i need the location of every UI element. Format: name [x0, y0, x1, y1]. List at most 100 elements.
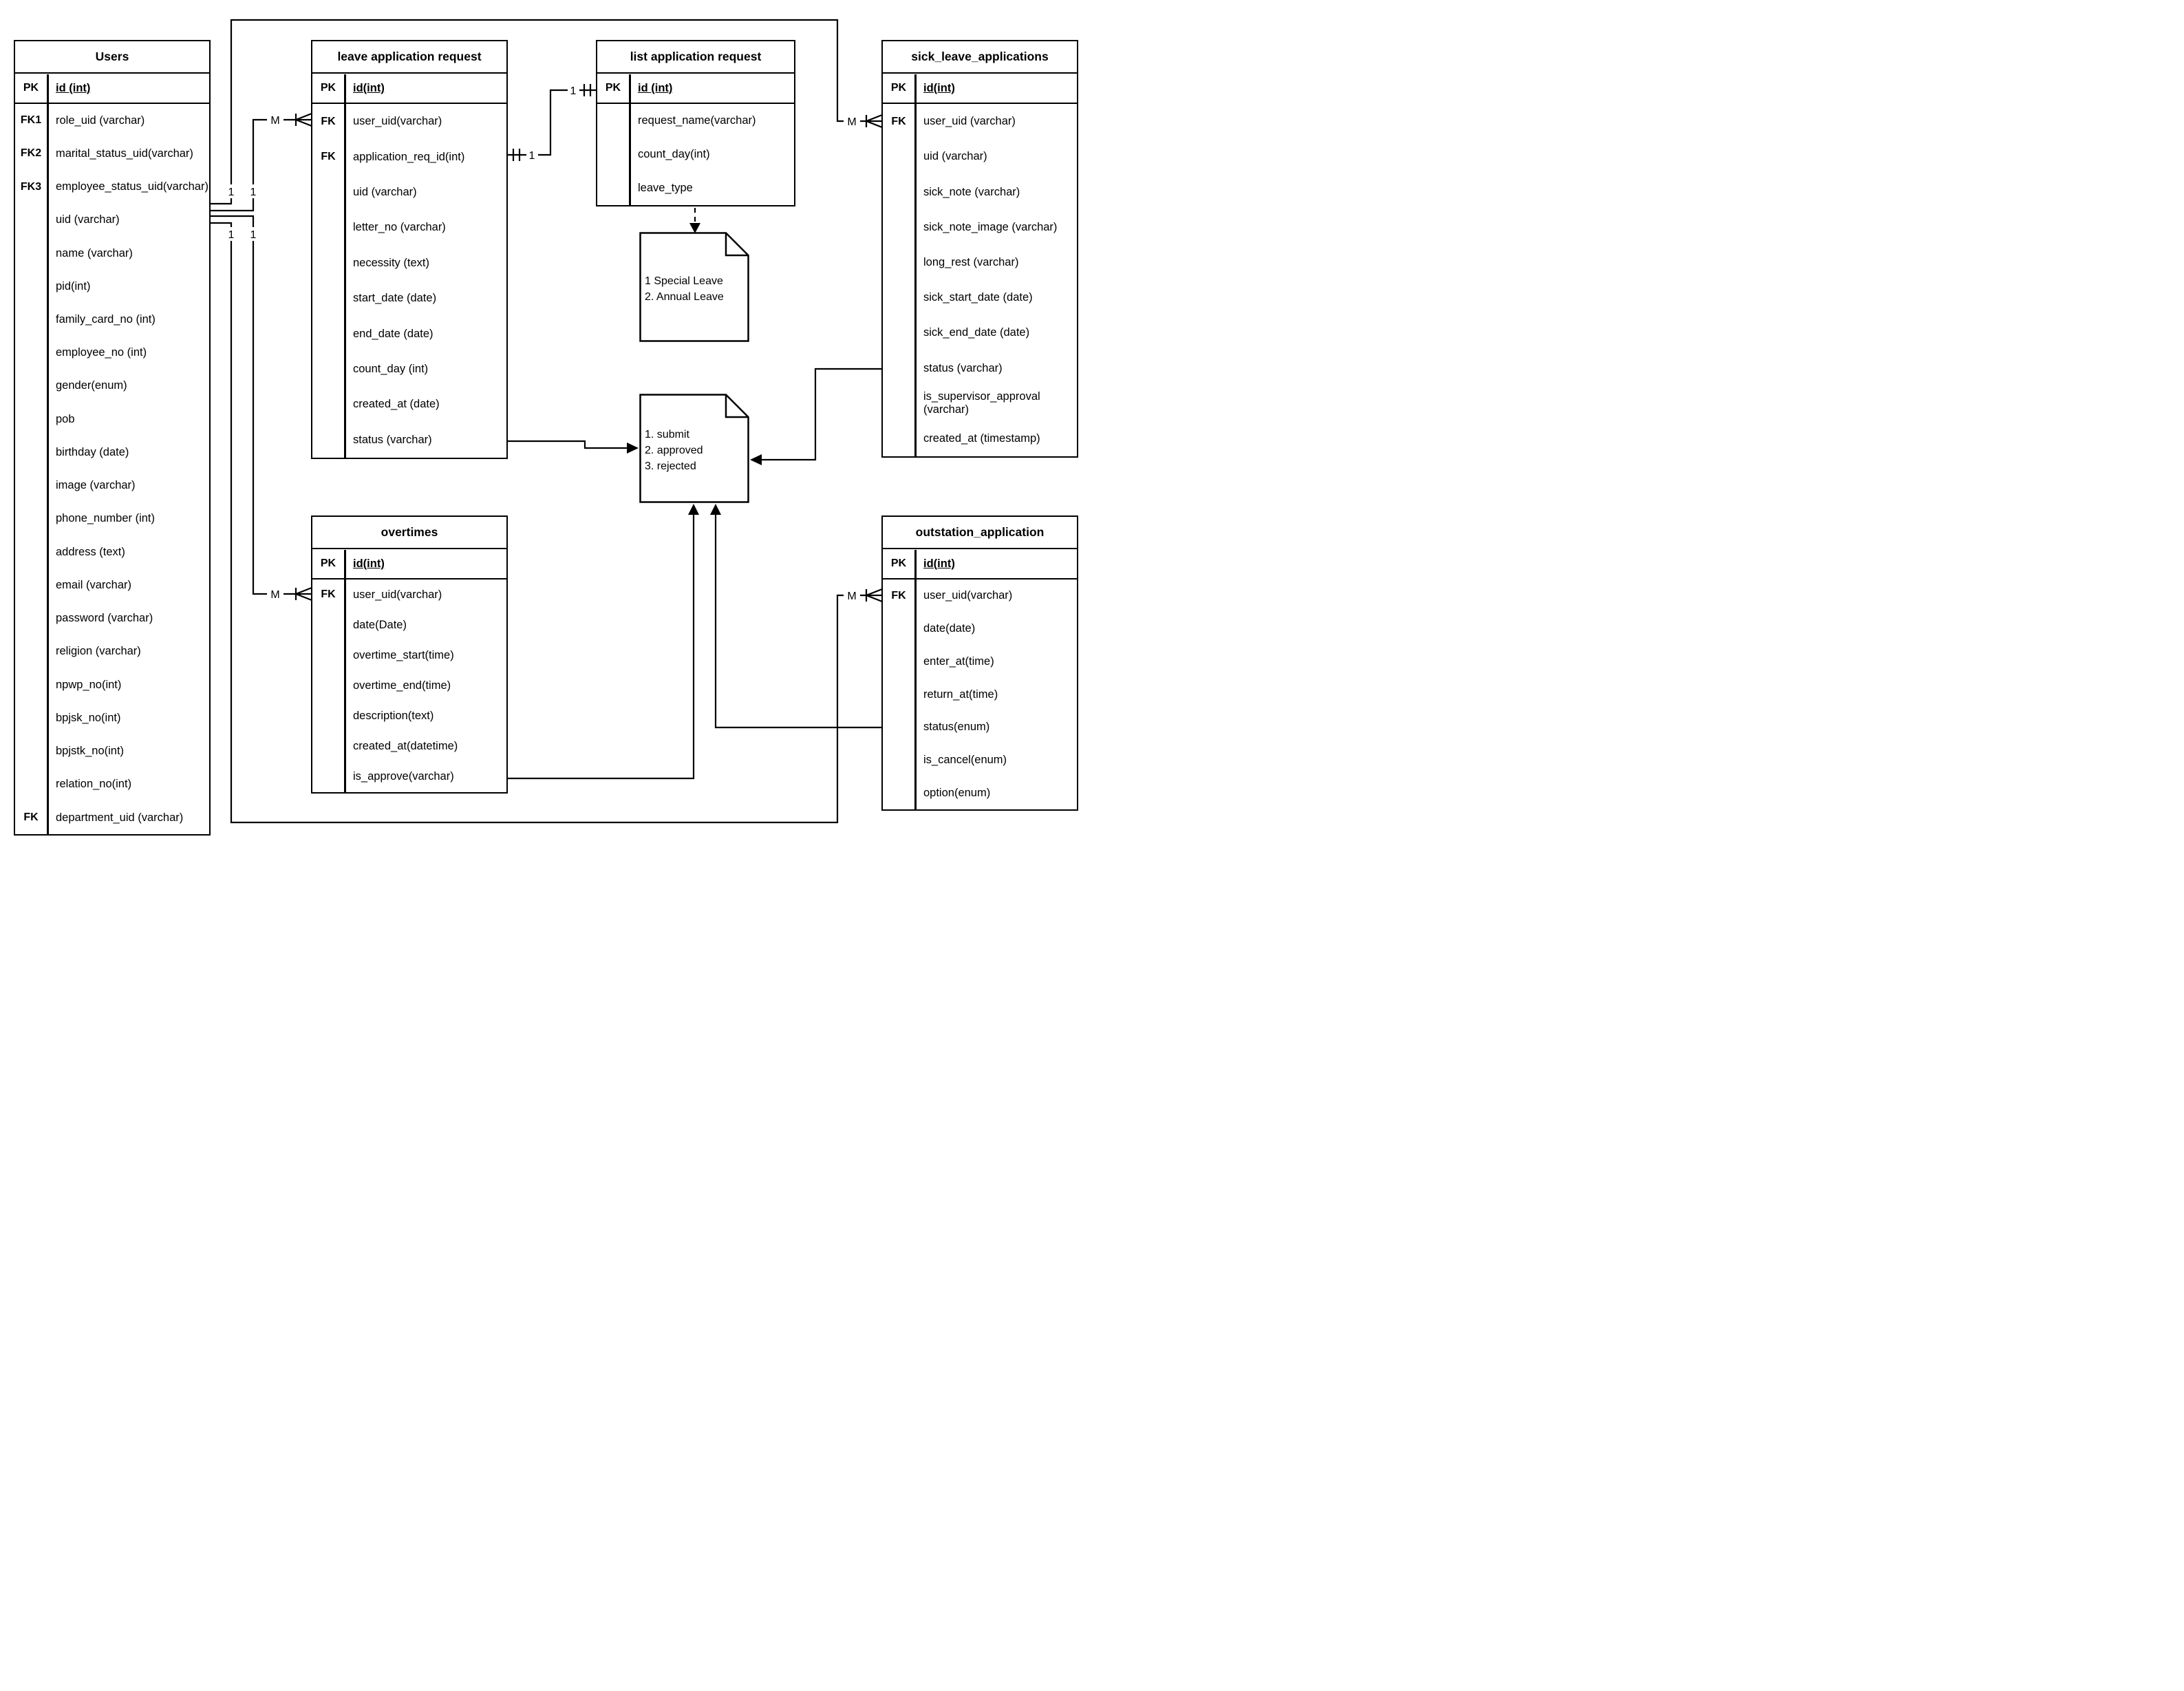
table-row: religion (varchar)	[15, 635, 209, 668]
row-field-name: sick_note_image (varchar)	[923, 220, 1058, 233]
row-key-label: FK2	[20, 147, 42, 160]
pk-field-name: id(int)	[923, 81, 955, 94]
cardinality-many-label: M	[847, 591, 856, 602]
row-field-name: date(Date)	[353, 618, 407, 631]
table-title: leave application request	[312, 41, 506, 74]
pk-field-name: id(int)	[923, 557, 955, 570]
row-field-name: necessity (text)	[353, 256, 429, 269]
row-field-name: bpjstk_no(int)	[56, 745, 125, 758]
entity-sick-leave-applications: sick_leave_applications PK id(int) FK us…	[881, 40, 1078, 458]
arrowhead-right-icon	[627, 443, 639, 454]
row-field-name: uid (varchar)	[56, 213, 120, 226]
table-row: FK2 marital_status_uid(varchar)	[15, 137, 209, 170]
table-row: count_day(int)	[597, 138, 794, 171]
table-row: status (varchar)	[312, 423, 506, 458]
pk-key-label: PK	[605, 82, 621, 94]
column-divider	[47, 74, 49, 834]
pk-row: PK id(int)	[883, 74, 1077, 104]
table-row: is_cancel(enum)	[883, 744, 1077, 777]
column-divider	[914, 549, 917, 809]
table-title: overtimes	[312, 517, 506, 549]
row-field-name: created_at (date)	[353, 398, 440, 411]
row-field-name: department_uid (varchar)	[56, 811, 184, 824]
arrowhead-left-icon	[750, 454, 762, 465]
pk-row: PK id(int)	[312, 549, 506, 579]
table-row: FK user_uid (varchar)	[883, 104, 1077, 139]
note-line: 2. approved	[645, 445, 703, 456]
table-row: date(date)	[883, 613, 1077, 646]
table-row: address (text)	[15, 535, 209, 568]
row-field-name: npwp_no(int)	[56, 678, 122, 691]
entity-users: Users PK id (int) FK1 role_uid (varchar)…	[14, 40, 211, 836]
table-row: FK application_req_id(int)	[312, 139, 506, 174]
table-row: pob	[15, 403, 209, 436]
table-row: family_card_no (int)	[15, 303, 209, 336]
rel-sick-status-to-note	[750, 368, 881, 465]
table-row: return_at(time)	[883, 678, 1077, 711]
row-key-label: FK	[891, 115, 906, 127]
row-field-name: application_req_id(int)	[353, 150, 465, 163]
pk-row: PK id(int)	[883, 549, 1077, 579]
note-line: 1. submit	[645, 429, 689, 440]
arrowhead-up-icon	[710, 504, 721, 515]
table-row: FK user_uid(varchar)	[883, 579, 1077, 613]
pk-field-name: id(int)	[353, 557, 385, 570]
table-row: overtime_end(time)	[312, 670, 506, 701]
table-rows: FK user_uid(varchar) date(Date) overtime…	[312, 579, 506, 792]
cardinality-many-label: M	[270, 115, 279, 127]
table-row: date(Date)	[312, 610, 506, 640]
row-key-label: FK3	[20, 180, 42, 193]
table-row: FK user_uid(varchar)	[312, 579, 506, 610]
table-row: phone_number (int)	[15, 502, 209, 535]
cardinality-one-label: 1	[570, 85, 577, 97]
row-field-name: image (varchar)	[56, 479, 136, 492]
table-row: necessity (text)	[312, 246, 506, 281]
er-diagram: M 1 M 1	[0, 0, 1092, 846]
cardinality-many-label: M	[270, 589, 279, 601]
table-row: sick_end_date (date)	[883, 315, 1077, 350]
row-field-name: option(enum)	[923, 786, 991, 799]
rel-leave-status-to-note	[508, 440, 639, 454]
row-field-name: employee_no (int)	[56, 346, 147, 359]
table-row: start_date (date)	[312, 281, 506, 316]
table-row: enter_at(time)	[883, 645, 1077, 678]
row-field-name: uid (varchar)	[923, 150, 987, 163]
table-row: FK user_uid(varchar)	[312, 104, 506, 139]
row-key-label: FK	[23, 811, 39, 824]
row-field-name: marital_status_uid(varchar)	[56, 147, 193, 160]
row-field-name: role_uid (varchar)	[56, 114, 145, 127]
pk-row: PK id (int)	[597, 74, 794, 104]
cardinality-one-label: 1	[529, 150, 535, 162]
column-divider	[629, 74, 631, 205]
row-field-name: user_uid (varchar)	[923, 115, 1016, 128]
table-row: bpjsk_no(int)	[15, 701, 209, 734]
cardinality-one-label: 1	[228, 187, 235, 198]
row-field-name: relation_no(int)	[56, 778, 132, 791]
row-field-name: pid(int)	[56, 279, 91, 293]
row-field-name: employee_status_uid(varchar)	[56, 180, 208, 193]
row-field-name: count_day (int)	[353, 363, 429, 376]
row-field-name: long_rest (varchar)	[923, 255, 1019, 268]
column-divider	[914, 74, 917, 456]
table-row: leave_type	[597, 171, 794, 205]
row-field-name: created_at(datetime)	[353, 740, 458, 753]
note-statuses: 1. submit 2. approved 3. rejected	[639, 394, 749, 503]
row-field-name: status(enum)	[923, 721, 990, 734]
table-rows: FK user_uid (varchar) uid (varchar) sick…	[883, 104, 1077, 456]
pk-key-label: PK	[890, 557, 907, 569]
pk-key-label: PK	[320, 557, 336, 569]
note-line: 2. Annual Leave	[645, 291, 724, 303]
cardinality-one-label: 1	[228, 229, 235, 241]
row-key-label: FK	[321, 151, 336, 163]
table-rows: FK1 role_uid (varchar) FK2 marital_statu…	[15, 104, 209, 834]
cardinality-many-label: M	[847, 116, 856, 128]
crows-foot-icon	[866, 114, 883, 129]
table-title: sick_leave_applications	[883, 41, 1077, 74]
row-field-name: sick_end_date (date)	[923, 326, 1030, 339]
table-row: name (varchar)	[15, 237, 209, 270]
table-row: overtime_start(time)	[312, 640, 506, 670]
row-field-name: user_uid(varchar)	[353, 588, 442, 601]
row-field-name: is_approve(varchar)	[353, 770, 454, 783]
note-line: 3. rejected	[645, 460, 696, 472]
